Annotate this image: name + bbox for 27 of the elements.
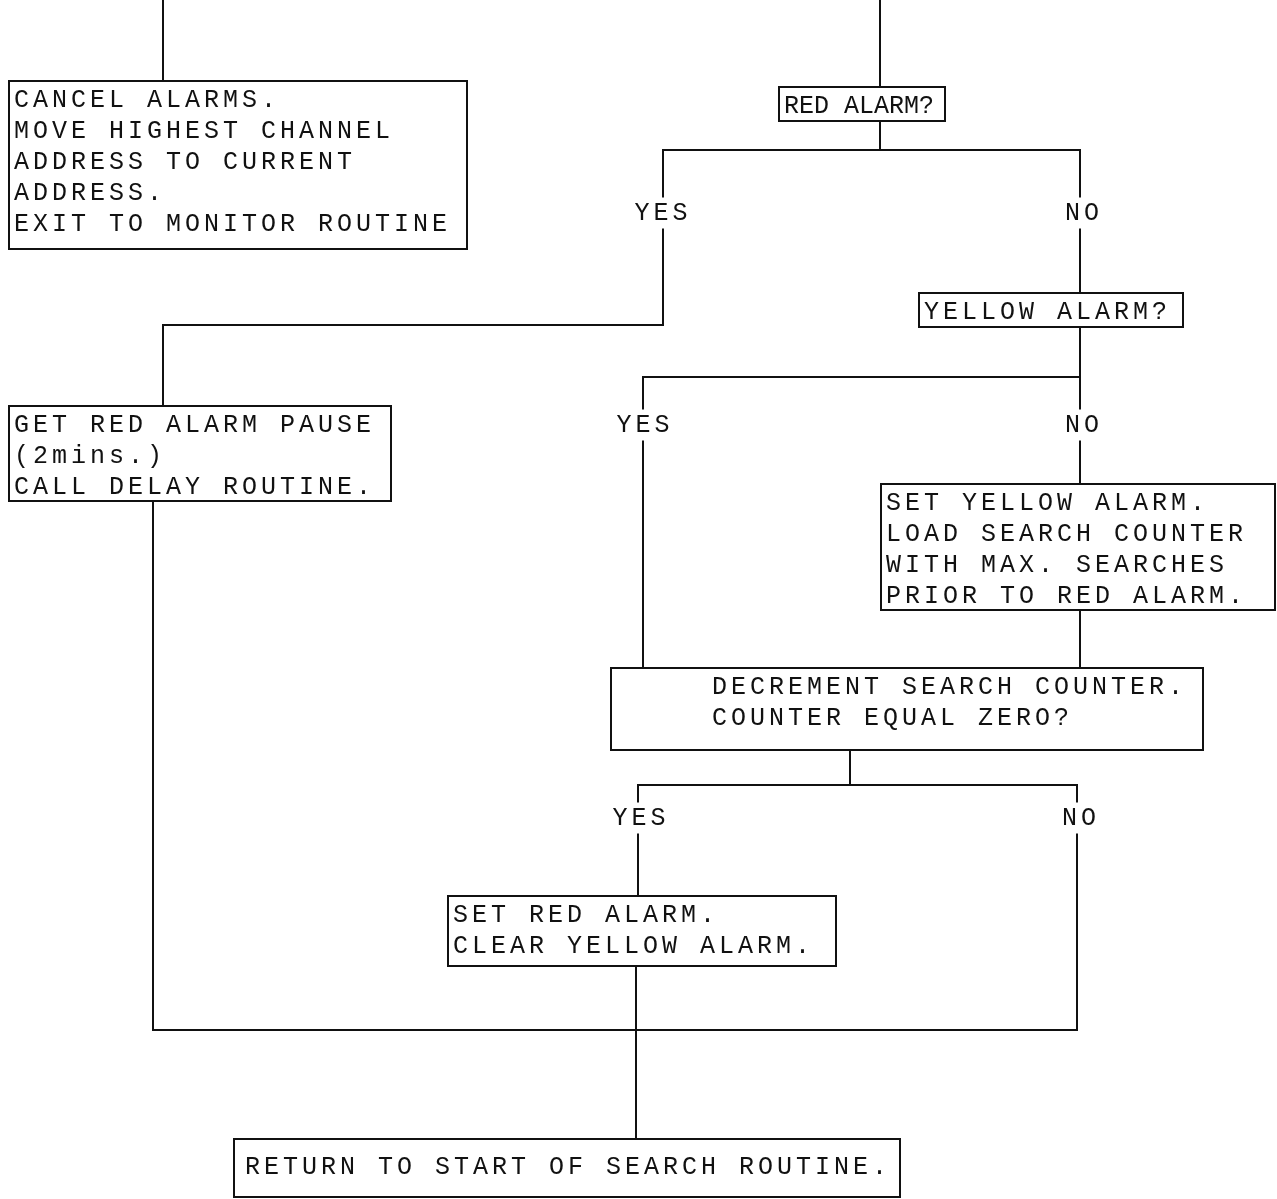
box-text: GET RED ALARM PAUSE (2mins.) (14, 410, 377, 472)
box-text: RED ALARM? (784, 91, 936, 122)
process-box (880, 483, 1276, 611)
connector-line (879, 121, 1081, 293)
connector-line (635, 966, 637, 1139)
process-box (447, 895, 837, 967)
box-text: MOVE HIGHEST CHANNEL ADDRESS TO CURRENT ADDRESS. (14, 116, 396, 209)
decision-box (778, 86, 946, 122)
box-text: CALL DELAY ROUTINE. (14, 472, 377, 503)
decision-box (918, 292, 1184, 328)
decision-box (610, 667, 1204, 751)
box-text: COUNTER EQUAL ZERO? (712, 703, 1075, 734)
box-text: CANCEL ALARMS. (14, 85, 282, 116)
box-text: LOAD SEARCH COUNTER WITH MAX. SEARCHES PRIOR TO RED ALARM. (886, 519, 1249, 612)
box-text: DECREMENT SEARCH COUNTER. (712, 672, 1189, 703)
box-text: YELLOW ALARM? (924, 297, 1173, 328)
box-text: SET YELLOW ALARM. (886, 488, 1211, 519)
box-text: EXIT TO MONITOR ROUTINE (14, 209, 453, 240)
box-text: SET RED ALARM. (453, 900, 721, 931)
process-box (8, 80, 468, 250)
process-box (8, 405, 392, 502)
box-text: RETURN TO START OF SEARCH ROUTINE. (245, 1152, 893, 1183)
terminal-box (233, 1138, 901, 1198)
connector-line (879, 0, 881, 87)
connector-line (162, 0, 164, 81)
box-text: CLEAR YELLOW ALARM. (453, 931, 816, 962)
connector-line (1079, 610, 1081, 668)
